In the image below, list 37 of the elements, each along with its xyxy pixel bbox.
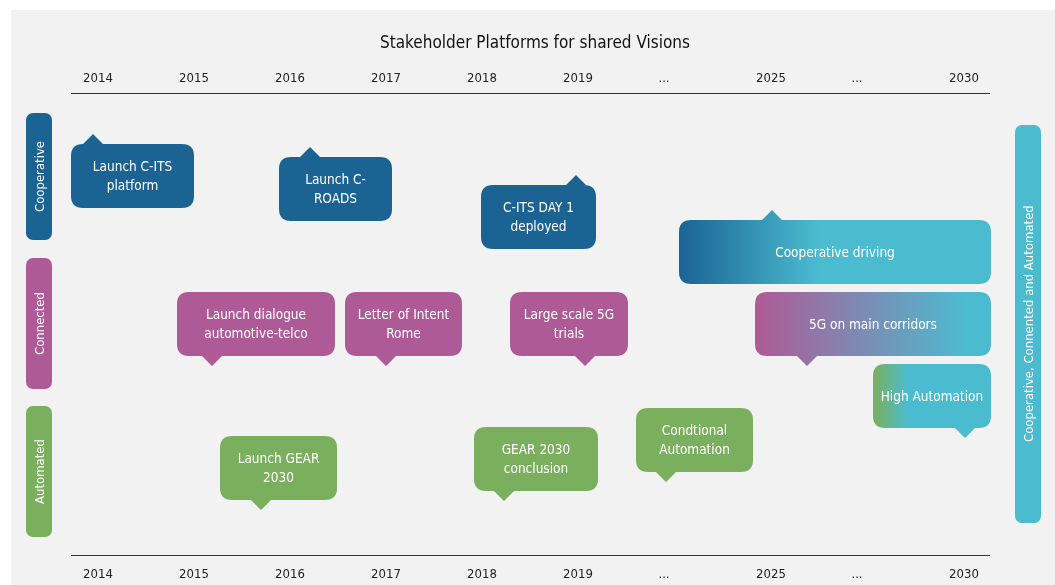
year-label: ...	[657, 566, 671, 581]
year-label: 2017	[370, 566, 402, 581]
year-label: 2030	[948, 70, 980, 85]
year-label: ...	[850, 566, 864, 581]
year-label: 2025	[755, 70, 787, 85]
year-label: 2025	[755, 566, 787, 581]
speech-bubble: Letter of Intent Rome	[345, 292, 462, 366]
year-label: 2018	[466, 70, 498, 85]
lane-label: Connected	[26, 258, 52, 389]
speech-bubble: Launch C-ITS platform	[71, 134, 194, 208]
year-label: 2016	[274, 70, 306, 85]
year-label: 2014	[82, 70, 114, 85]
year-label: 2015	[178, 566, 210, 581]
lane-label: Cooperative	[26, 113, 52, 240]
year-label: 2019	[562, 70, 594, 85]
speech-bubble: GEAR 2030 conclusion	[474, 427, 598, 501]
year-label: 2018	[466, 566, 498, 581]
speech-bubble: Cooperative driving	[679, 210, 991, 284]
speech-bubble: High Automation	[873, 364, 991, 438]
year-label: ...	[850, 70, 864, 85]
year-label: 2016	[274, 566, 306, 581]
speech-bubble: C-ITS DAY 1 deployed	[481, 175, 596, 249]
speech-bubble: Large scale 5G trials	[510, 292, 628, 366]
speech-bubble: Launch C-ROADS	[279, 147, 392, 221]
year-label: 2017	[370, 70, 402, 85]
year-label: 2014	[82, 566, 114, 581]
year-label: ...	[657, 70, 671, 85]
speech-bubble: 5G on main corridors	[755, 292, 991, 366]
year-label: 2015	[178, 70, 210, 85]
year-label: 2019	[562, 566, 594, 581]
speech-bubble: Launch dialogue automotive-telco	[177, 292, 335, 366]
year-label: 2030	[948, 566, 980, 581]
speech-bubble: Launch GEAR 2030	[220, 436, 337, 510]
lane-label: Cooperative, Connented and Automated	[1015, 125, 1041, 523]
diagram-title: Stakeholder Platforms for shared Visions	[379, 32, 691, 52]
lane-label: Automated	[26, 406, 52, 537]
speech-bubble: Condtional Automation	[636, 408, 753, 482]
